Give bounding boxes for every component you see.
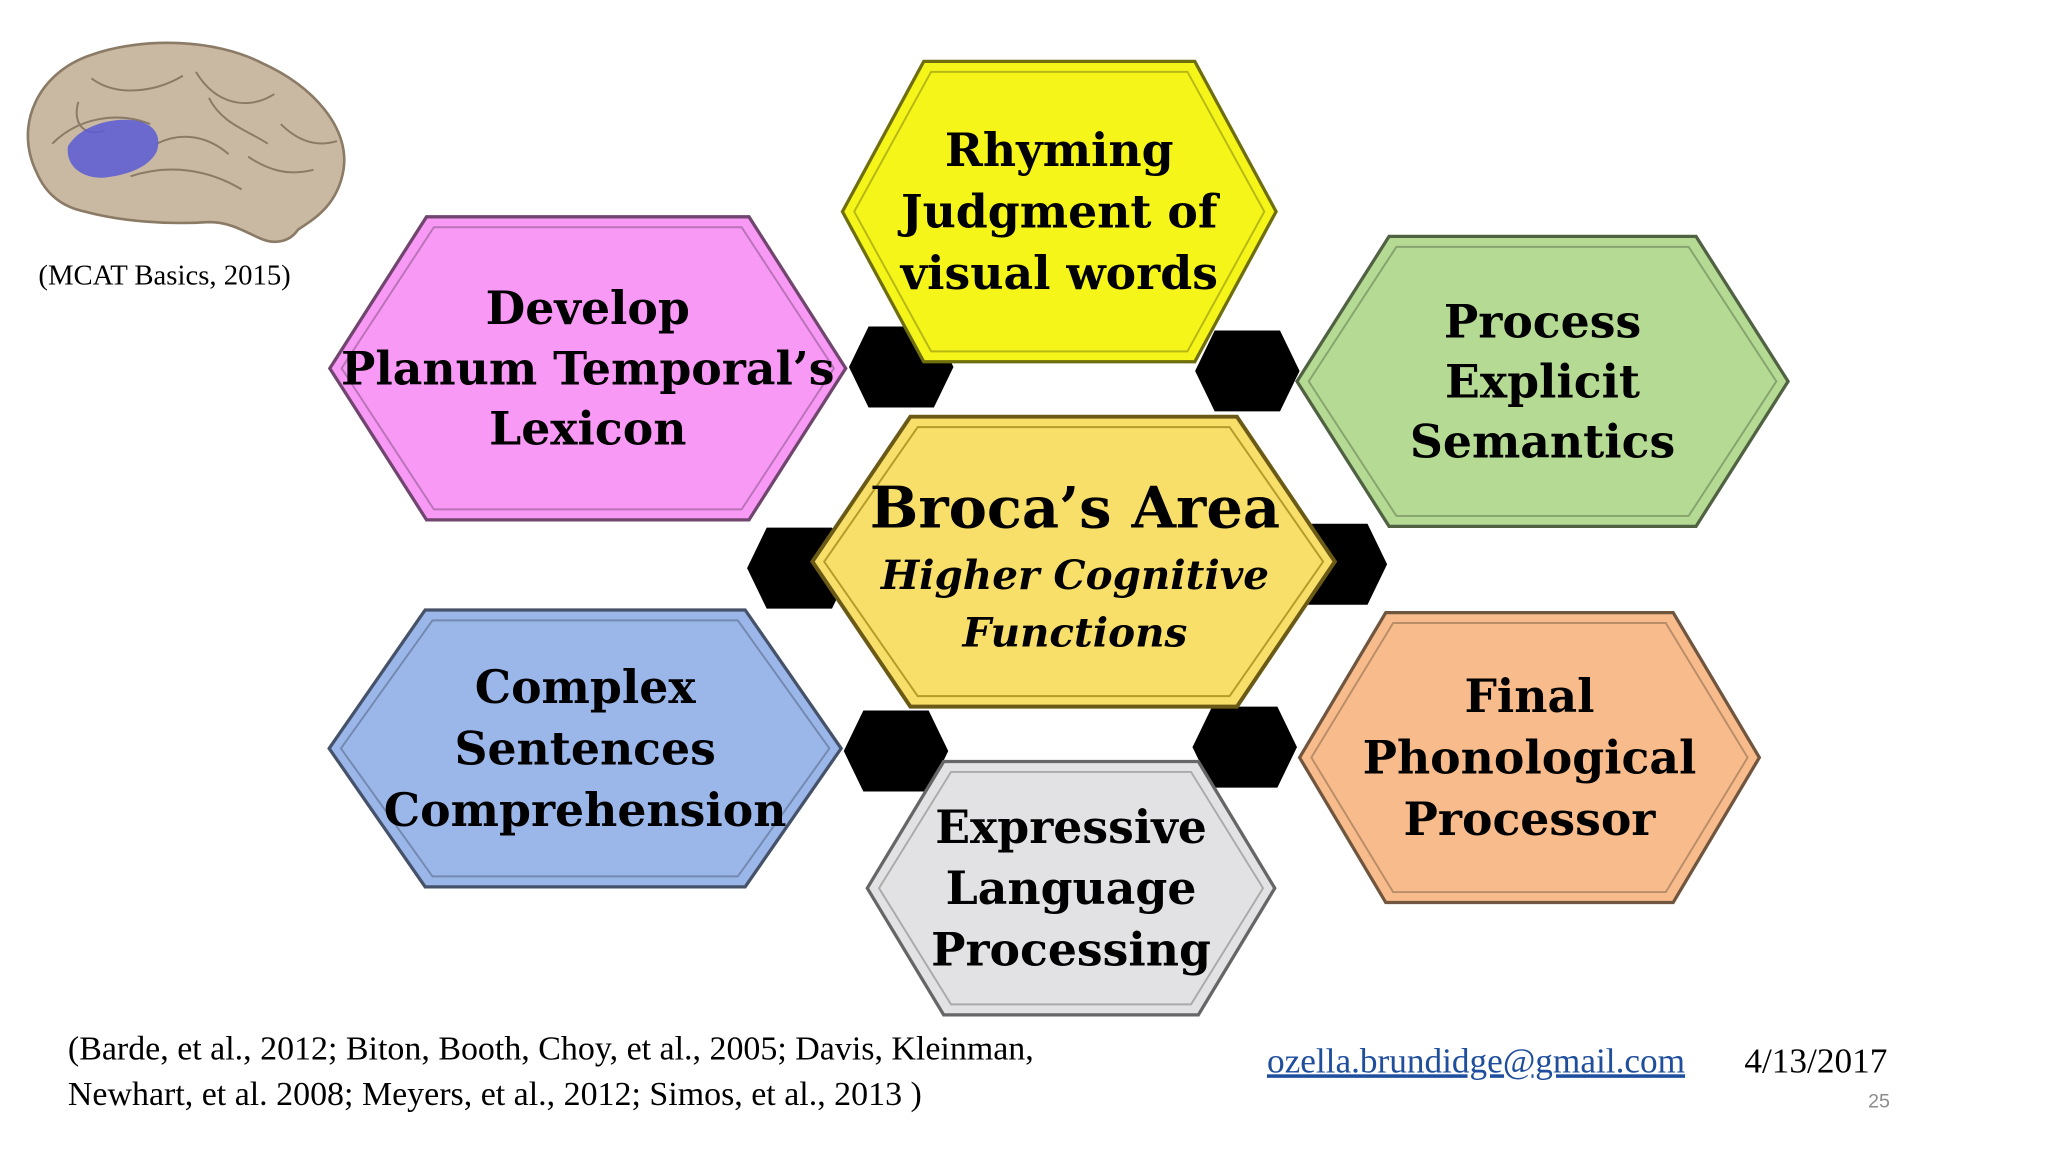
hexagon-label-line: Final [1464, 669, 1594, 723]
hexagon-label-line: Process [1444, 294, 1641, 348]
hexagon-label-line: Semantics [1410, 414, 1675, 468]
hexagon-inner-border [339, 619, 831, 878]
hexagon-shape [327, 608, 844, 889]
footer-date: 4/13/2017 [1744, 1041, 1887, 1080]
hexagon-shape [1297, 610, 1762, 905]
hexagon-shape [1295, 234, 1791, 528]
email-link[interactable]: ozella.brundidge@gmail.com [1267, 1041, 1685, 1080]
brain-icon [26, 41, 346, 244]
hexagon-label-line: Explicit [1445, 354, 1640, 408]
hexagon-label-line: Lexicon [489, 401, 686, 455]
hexagon-label-line: Develop [486, 281, 690, 335]
center-subtitle-line: Higher Cognitive [880, 551, 1269, 599]
hexagon-label-line: visual words [900, 246, 1218, 300]
connector-hexagon [1195, 330, 1300, 412]
hexagon-inner-border [1307, 245, 1778, 517]
center-subtitle-line: Functions [962, 609, 1188, 657]
hexagon-shape [327, 215, 848, 522]
hexagon-label-line: Language [946, 861, 1197, 915]
connector-hexagon [1192, 706, 1297, 788]
hexagon-inner-border [853, 70, 1266, 353]
hexagon-inner-border [1310, 622, 1749, 894]
hexagon-label-line: Sentences [454, 721, 715, 775]
center-hexagon-inner [822, 426, 1325, 698]
hexagon-inner-border [877, 770, 1265, 1006]
brain-highlight [67, 119, 159, 178]
connector-hexagon [843, 710, 949, 792]
brain-caption: (MCAT Basics, 2015) [38, 260, 290, 292]
hexagon-label-line: Expressive [935, 800, 1207, 854]
page-number: 25 [1868, 1091, 1890, 1113]
hexagon-label-line: Processor [1404, 792, 1657, 846]
citation-line: Newhart, et al. 2008; Meyers, et al., 20… [68, 1076, 922, 1113]
center-hexagon-shape [810, 414, 1338, 709]
hexagon-label-line: Comprehension [384, 783, 787, 837]
hexagon-label-line: Planum Temporal’s [341, 341, 834, 395]
hexagon-label-line: Phonological [1363, 731, 1697, 785]
connector-group [747, 326, 1388, 792]
hexagon-label-line: Processing [931, 923, 1211, 977]
hexagon-label-line: Complex [475, 660, 697, 714]
center-hexagon: Broca’s Area Higher Cognitive Functions [810, 414, 1338, 709]
hexagon-shape [840, 59, 1278, 364]
hexagon-inner-border [340, 226, 836, 511]
hexagon-shape [865, 759, 1277, 1017]
hexagon-label-line: Rhyming [945, 123, 1174, 177]
center-title: Broca’s Area [870, 474, 1280, 542]
hexagon-label-line: Judgment of [897, 185, 1221, 239]
citation-line: (Barde, et al., 2012; Biton, Booth, Choy… [68, 1030, 1034, 1067]
